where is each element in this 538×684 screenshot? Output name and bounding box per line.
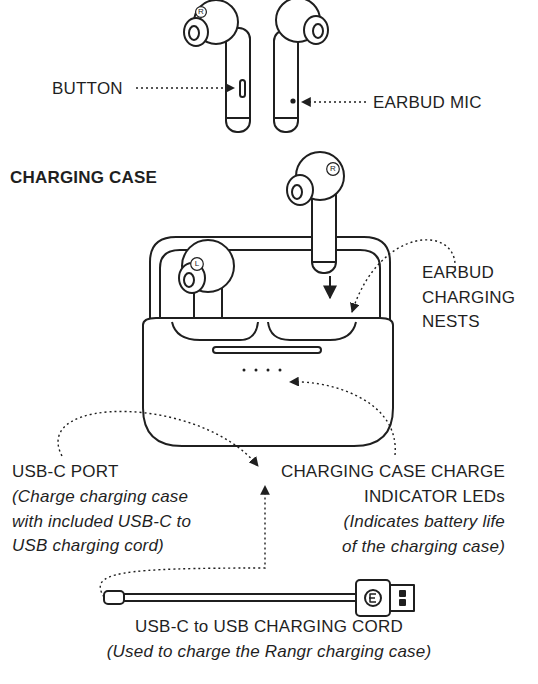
led-dot (255, 369, 258, 372)
part-label: EARBUD CHARGING NESTS (422, 261, 522, 335)
earbud-stem (226, 28, 250, 132)
case-front-slot (213, 347, 321, 353)
ear-tip (184, 18, 208, 46)
ear-tip (304, 16, 328, 44)
earbud-stem (274, 30, 298, 132)
insert-arrow (329, 276, 331, 298)
ear-tip-inner (184, 273, 194, 287)
brand-logo (365, 590, 381, 606)
charging-nest (268, 322, 356, 340)
side-marker: R (326, 162, 340, 176)
section-heading: CHARGING CASE (10, 166, 157, 191)
leader-line (302, 101, 366, 102)
cable (124, 600, 356, 602)
marker-circle (191, 258, 204, 271)
led-dot (267, 369, 270, 372)
charging-nest (172, 322, 258, 340)
leader-line (290, 382, 395, 455)
part-label: CHARGING CASE CHARGE INDICATOR LEDs (275, 460, 505, 509)
led-dot (243, 369, 246, 372)
button-symbol (240, 80, 245, 97)
part-note: (Charge charging case with included USB-… (12, 485, 192, 559)
usb-a-plug (356, 580, 390, 616)
stem-cap-line (313, 261, 335, 263)
usb-a-tip (390, 585, 414, 611)
mic-dot (291, 99, 294, 102)
part-note: (Indicates battery life of the charging … (325, 510, 505, 559)
led-dots (243, 369, 282, 372)
usb-a-contact (400, 600, 405, 605)
part-label: USB-C to USB CHARGING CORD (0, 615, 538, 640)
marker-circle (327, 163, 340, 176)
stem-cap-line (275, 117, 297, 119)
ear-tip-inner (313, 24, 323, 38)
usb-a-contact (400, 591, 405, 596)
side-letter: R (326, 162, 340, 176)
leader-line (136, 87, 234, 88)
marker-circle (196, 7, 207, 18)
case-lid (150, 237, 390, 330)
insert-arrow-line (329, 276, 331, 298)
ear-tip-inner (292, 185, 302, 199)
ear-tip (287, 175, 313, 205)
leader-line (58, 411, 258, 466)
ear-tip-inner (189, 26, 199, 40)
side-marker: L (190, 257, 204, 271)
side-marker: R (195, 6, 207, 18)
case-body (143, 318, 393, 446)
usb-c-plug (104, 591, 124, 604)
brand-logo-mark (369, 594, 376, 602)
led-dot (279, 369, 282, 372)
side-letter: L (190, 257, 204, 271)
side-letter: R (195, 6, 207, 18)
part-label: BUTTON (52, 77, 123, 102)
part-note: (Used to charge the Rangr charging case) (0, 640, 538, 665)
part-label: EARBUD MIC (373, 91, 482, 116)
cable (124, 593, 356, 595)
part-label: USB-C PORT (12, 460, 119, 485)
stem-cap-line (227, 117, 249, 119)
